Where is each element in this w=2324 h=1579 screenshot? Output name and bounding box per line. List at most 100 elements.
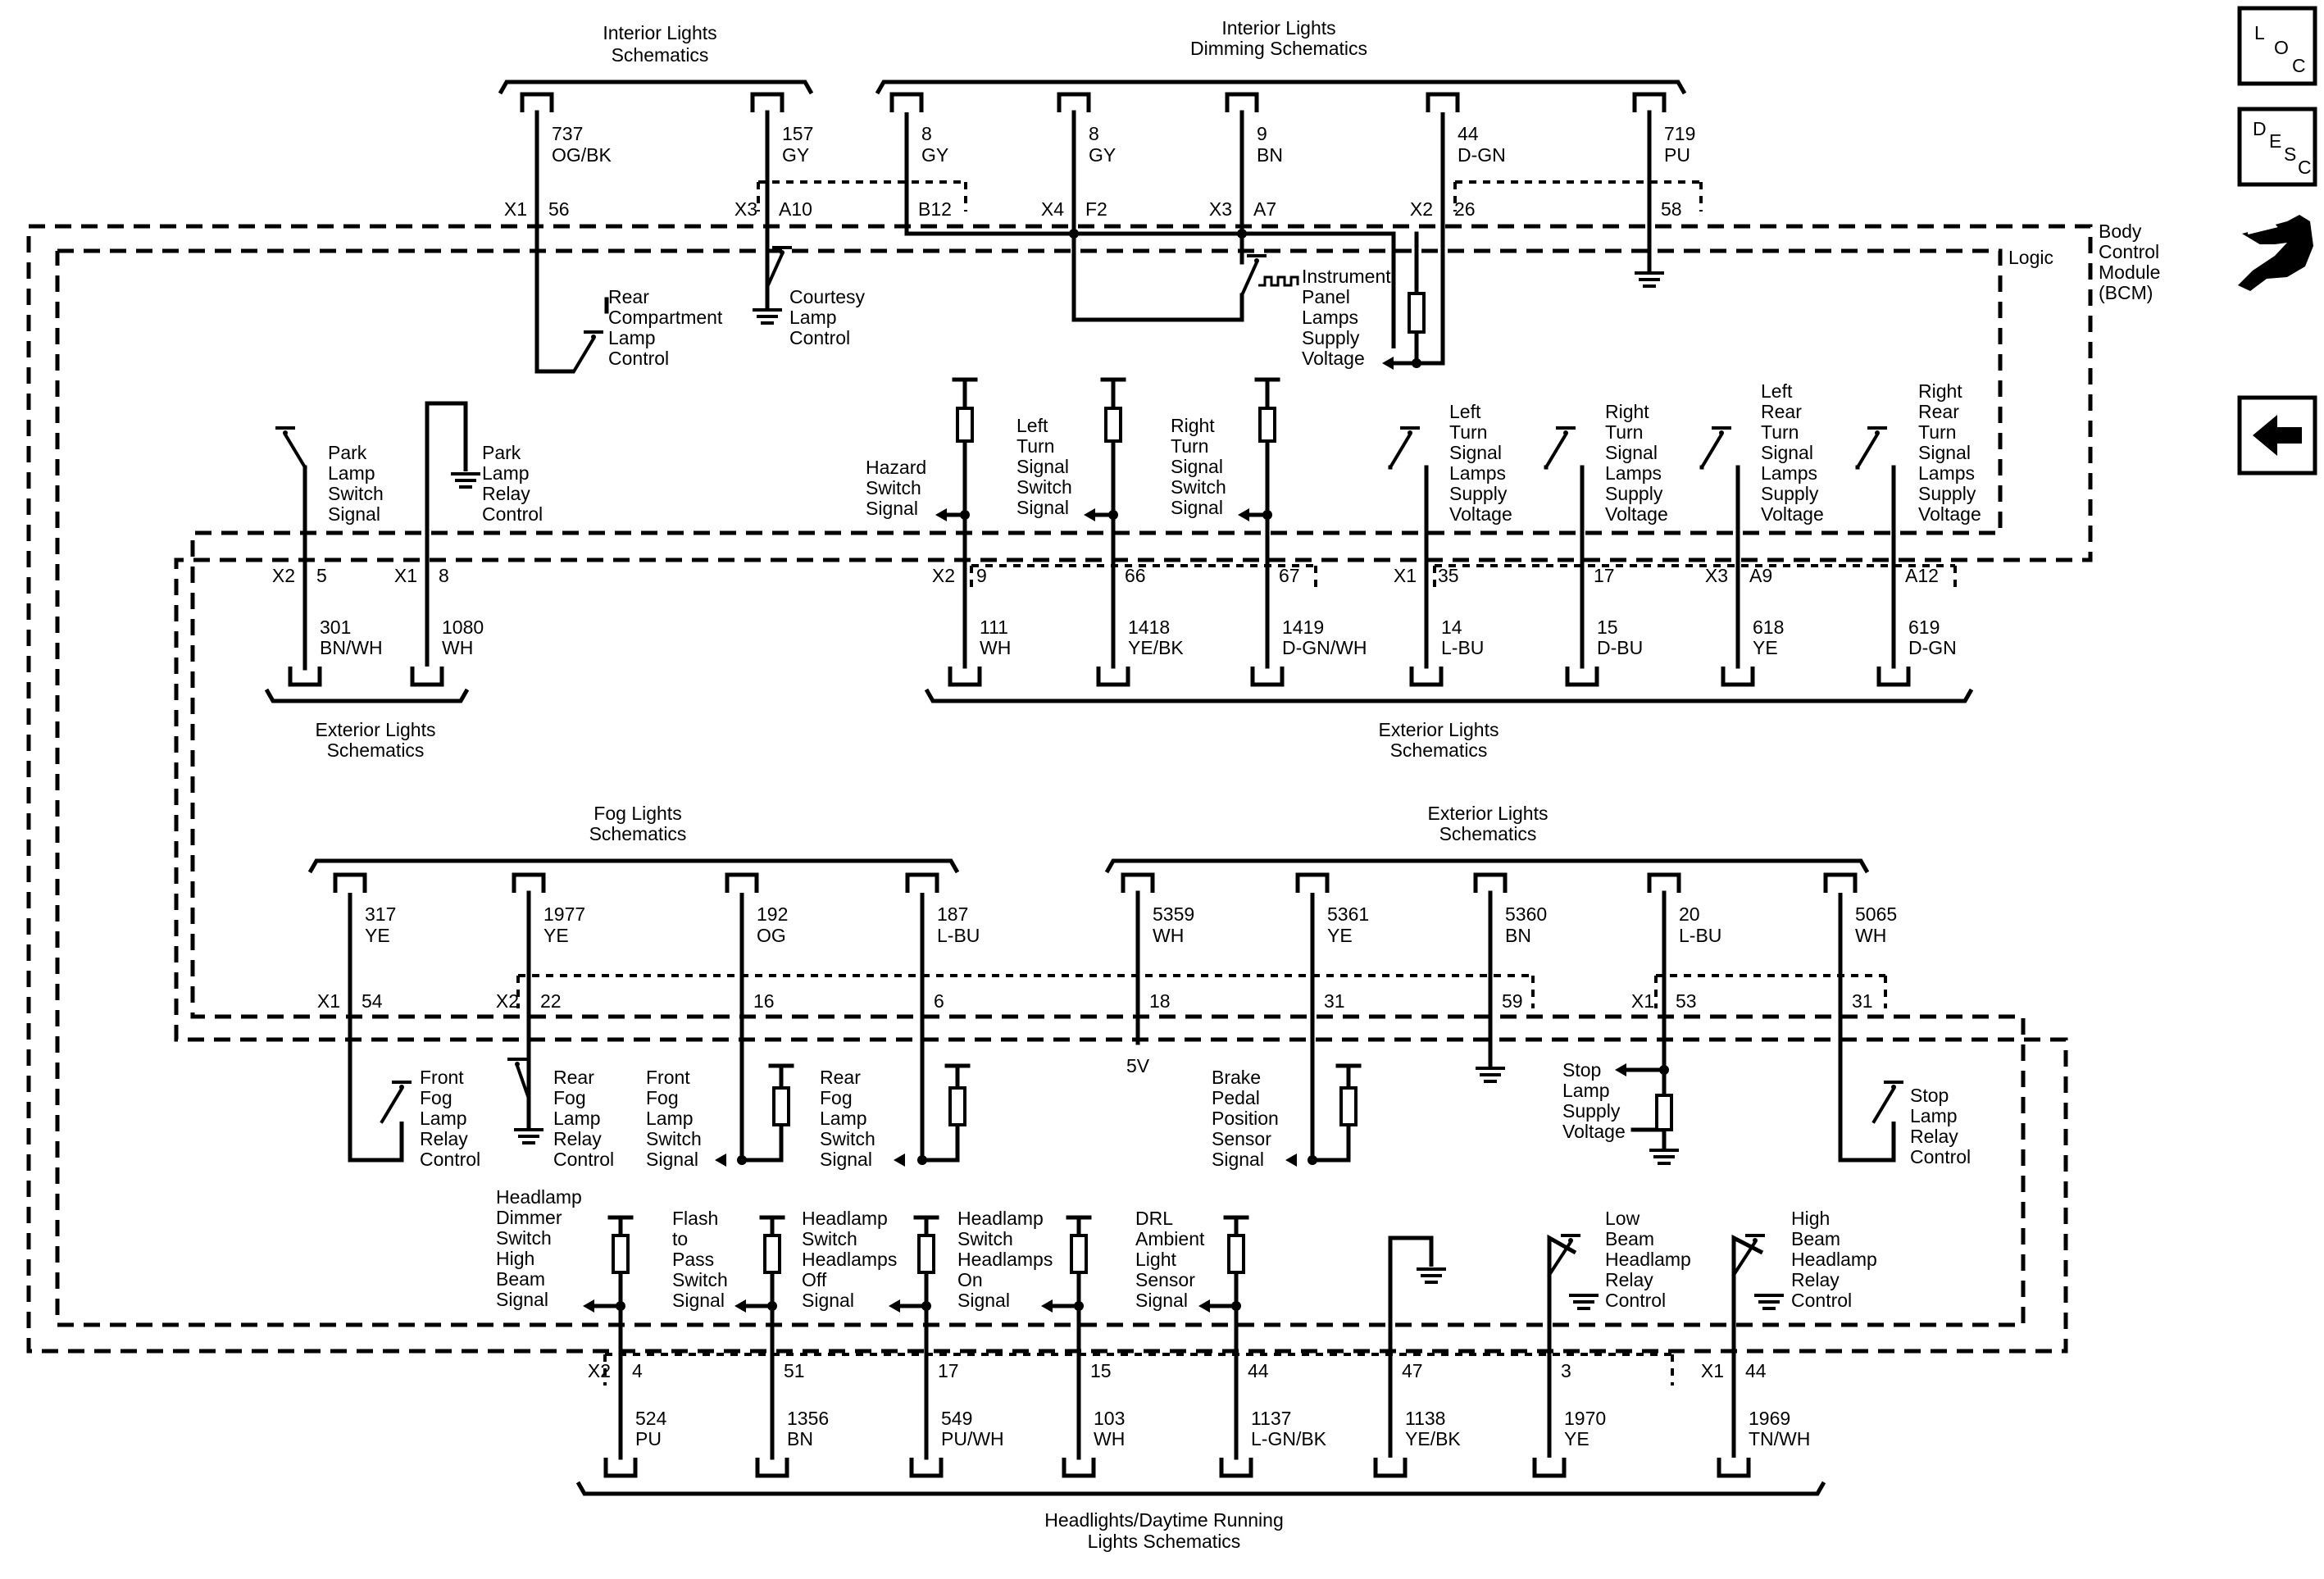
wire-color: YE xyxy=(1564,1428,1590,1449)
circuit-number: 111 xyxy=(980,617,1008,638)
wire-path xyxy=(1310,893,1351,1163)
group-title: Schematics xyxy=(612,44,709,66)
signal-label: Switch xyxy=(1016,476,1072,498)
wire-path xyxy=(348,893,404,1163)
signal-label: Stop xyxy=(1562,1059,1601,1081)
signal-label: Lamp xyxy=(328,462,375,484)
signal-label: Left xyxy=(1016,415,1048,436)
switch-blade-icon xyxy=(1388,432,1412,470)
desc-icon: C xyxy=(2298,157,2312,178)
signal-label: Signal xyxy=(1761,442,1813,463)
connector-terminal xyxy=(520,92,554,112)
signal-label: Voltage xyxy=(1918,503,1981,525)
signal-label: Relay xyxy=(420,1128,468,1149)
signal-label: Control xyxy=(608,348,669,369)
connector-terminal xyxy=(725,872,759,893)
pin-number: 66 xyxy=(1125,565,1146,586)
pin-number: 31 xyxy=(1324,990,1345,1012)
wire-color: GY xyxy=(1089,144,1116,166)
resistor-icon xyxy=(1227,1234,1245,1274)
connector-terminal xyxy=(1426,92,1460,112)
wire-color: BN/WH xyxy=(320,637,383,658)
loc-icon: O xyxy=(2274,37,2289,58)
signal-label: Control xyxy=(420,1149,480,1170)
signal-label: to xyxy=(672,1228,688,1249)
group-title: Schematics xyxy=(589,823,687,844)
switch-contact-icon xyxy=(1563,430,1568,435)
signal-label: Relay xyxy=(482,483,530,504)
circuit-number: 15 xyxy=(1597,617,1618,638)
resistor-icon xyxy=(1655,1094,1673,1131)
wire-color: BN xyxy=(787,1428,813,1449)
signal-label: Signal xyxy=(646,1149,698,1170)
signal-label: Beam xyxy=(1791,1228,1840,1249)
signal-label: Voltage xyxy=(1302,348,1365,369)
pin-number: A7 xyxy=(1253,198,1276,220)
signal-label: Fog xyxy=(646,1087,679,1108)
connector-terminal xyxy=(1473,872,1508,893)
pin-number: 35 xyxy=(1438,565,1459,586)
pin-number: 44 xyxy=(1745,1360,1767,1381)
wire-color: YE xyxy=(1753,637,1778,658)
connector-id: X1 xyxy=(1701,1360,1724,1381)
signal-label: Control xyxy=(482,503,543,525)
switch-blade-icon xyxy=(571,336,596,374)
circuit-number: 103 xyxy=(1094,1408,1125,1429)
switch-contact-icon xyxy=(1719,430,1724,435)
back-arrow-icon[interactable] xyxy=(2253,415,2302,456)
circuit-number: 737 xyxy=(552,123,583,144)
group-title: Exterior Lights xyxy=(1427,803,1548,824)
loc-icon[interactable] xyxy=(2237,6,2317,86)
arrow-icon xyxy=(715,1154,726,1167)
signal-label: Supply xyxy=(1605,483,1663,504)
desc-icon[interactable] xyxy=(2237,107,2317,187)
resistor-icon xyxy=(948,1086,966,1126)
resistor-icon xyxy=(1070,1234,1088,1274)
signal-label: DRL xyxy=(1135,1208,1173,1229)
signal-label: Headlamp xyxy=(802,1208,888,1229)
switch-contact-icon xyxy=(515,1062,520,1067)
signal-label: Supply xyxy=(1562,1100,1621,1122)
circuit-number: 5359 xyxy=(1153,903,1194,925)
signal-label: Off xyxy=(802,1269,827,1290)
signal-label: Turn xyxy=(1761,421,1799,443)
signal-label: Turn xyxy=(1171,435,1208,457)
connector-tool-icon[interactable] xyxy=(2238,215,2313,291)
signal-label: Lamp xyxy=(1910,1105,1958,1126)
pin-number: 56 xyxy=(548,198,570,220)
connector-terminal xyxy=(755,1458,789,1478)
signal-label: Switch xyxy=(1171,476,1226,498)
group-bracket xyxy=(264,688,470,703)
group-title: Schematics xyxy=(327,739,425,761)
connector-terminal xyxy=(1225,92,1259,112)
pin-number: 31 xyxy=(1852,990,1873,1012)
resistor-icon xyxy=(1339,1086,1358,1126)
arrow-icon xyxy=(1285,1154,1297,1167)
pin-number: A9 xyxy=(1749,565,1772,586)
pin-number: 5 xyxy=(316,565,327,586)
pin-number: A12 xyxy=(1905,565,1939,586)
signal-label: Control xyxy=(1910,1146,1971,1167)
pin-number: 17 xyxy=(938,1360,959,1381)
signal-label: Switch xyxy=(672,1269,728,1290)
splice-dot xyxy=(737,1155,747,1165)
arrow-icon xyxy=(1615,1063,1626,1076)
loc-icon: L xyxy=(2254,22,2265,43)
pin-number: 59 xyxy=(1502,990,1523,1012)
switch-contact-icon xyxy=(283,430,288,435)
resistor-icon xyxy=(772,1086,790,1126)
pin-number: 16 xyxy=(753,990,775,1012)
circuit-number: 8 xyxy=(921,123,932,144)
signal-label: Stop xyxy=(1910,1085,1949,1106)
group-title: Exterior Lights xyxy=(315,719,435,740)
signal-label: Signal xyxy=(1016,497,1069,518)
wire-path xyxy=(425,401,468,667)
signal-label: Headlamp xyxy=(957,1208,1044,1229)
circuit-number: 619 xyxy=(1908,617,1940,638)
signal-label: Signal xyxy=(1212,1149,1264,1170)
circuit-number: 14 xyxy=(1441,617,1462,638)
pin-number: 67 xyxy=(1279,565,1300,586)
circuit-number: 317 xyxy=(365,903,396,925)
wire-color: OG xyxy=(757,925,786,946)
